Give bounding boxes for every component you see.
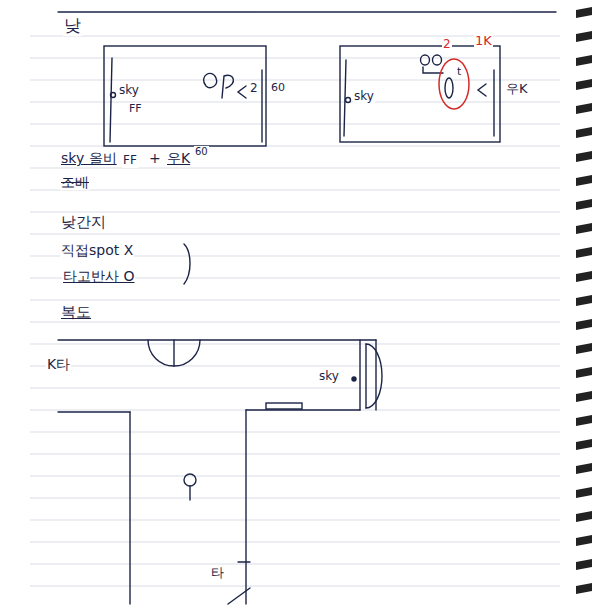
crossed-note: 조배 bbox=[60, 174, 90, 190]
spiral-binding bbox=[576, 7, 592, 594]
light-label: 우K bbox=[505, 82, 529, 97]
ink-sketch bbox=[58, 12, 556, 604]
note-text: 우K bbox=[166, 150, 191, 166]
note-text: + bbox=[148, 150, 162, 166]
red-highlight bbox=[439, 59, 469, 109]
light-label: sky bbox=[118, 84, 140, 98]
light-label: 1K bbox=[474, 34, 493, 49]
note-text: sky 올비 bbox=[60, 150, 118, 166]
note-text: 낮간지 bbox=[60, 214, 107, 231]
dimension-label: 60 bbox=[270, 82, 286, 95]
note-text: 직접spot X bbox=[60, 242, 134, 258]
callout-number: 2 bbox=[249, 82, 259, 96]
note-text: 타고반사 O bbox=[62, 268, 135, 284]
light-label: 타 bbox=[210, 566, 225, 581]
note-text: 60 bbox=[194, 146, 209, 158]
callout-number: 2 bbox=[442, 38, 452, 52]
section-heading: 복도 bbox=[60, 304, 92, 321]
figure-label: t bbox=[456, 66, 462, 79]
light-label: FF bbox=[128, 103, 143, 116]
light-label: sky bbox=[318, 370, 340, 384]
light-label: K타 bbox=[46, 356, 71, 372]
ruled-lines bbox=[30, 36, 560, 586]
note-text: FF bbox=[122, 154, 138, 168]
light-label: sky bbox=[353, 90, 375, 104]
section-heading: 낮 bbox=[63, 16, 82, 36]
